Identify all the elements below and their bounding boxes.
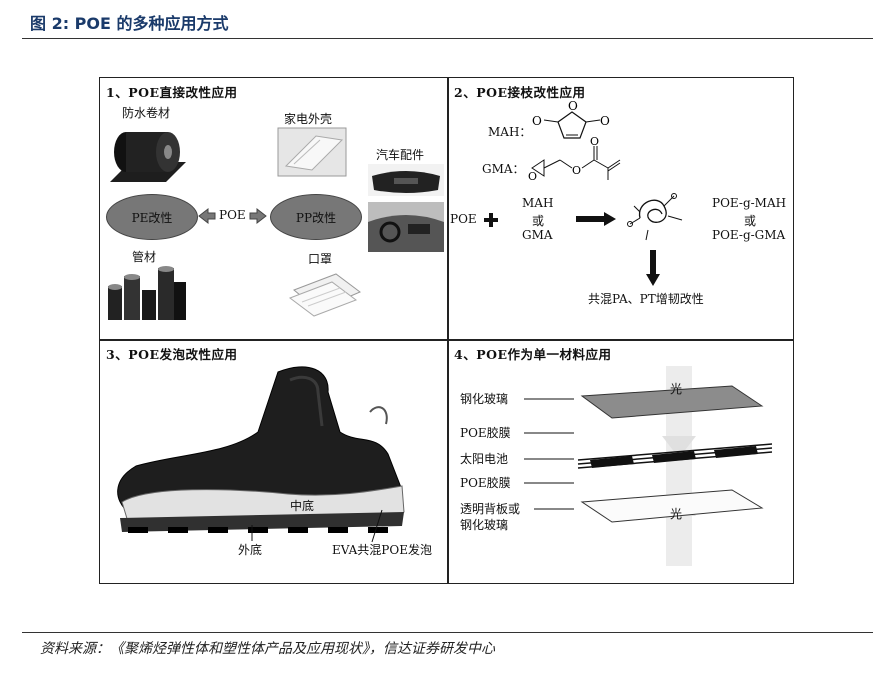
label-mah-1: MAH <box>522 196 554 210</box>
vertical-divider <box>447 78 449 583</box>
figure-title: 图 2: POE 的多种应用方式 <box>30 14 229 33</box>
gma-structure: O O O <box>528 135 621 183</box>
quadrant-foam-modification: 3、POE发泡改性应用 中底 外底 EVA共混POE发泡 <box>100 340 447 585</box>
down-arrow-icon <box>646 250 660 286</box>
horizontal-divider <box>100 339 793 341</box>
diagram-frame: 1、POE直接改性应用 防水卷材 家电外壳 汽车配件 PE改性 <box>99 77 794 584</box>
label-toughening: 共混PA、PT增韧改性 <box>588 292 704 306</box>
quadrant-direct-modification: 1、POE直接改性应用 防水卷材 家电外壳 汽车配件 PE改性 <box>100 78 447 339</box>
appliance-shell-image <box>277 127 347 177</box>
svg-text:O: O <box>590 135 599 148</box>
waterproof-roll-image <box>110 132 186 182</box>
label-eva-foam: EVA共混POE发泡 <box>332 543 432 557</box>
label-mask: 口罩 <box>308 252 333 266</box>
cell-leader <box>524 458 574 460</box>
glass-layer <box>580 385 764 419</box>
poe-film-1-leader <box>524 432 574 434</box>
q2-title: 2、POE接枝改性应用 <box>454 85 586 100</box>
label-mah: MAH： <box>488 125 532 139</box>
svg-text:O: O <box>568 99 578 113</box>
label-product-2: POE-g-GMA <box>712 228 786 242</box>
ellipse-pp-modification: PP改性 <box>270 194 362 240</box>
label-outsole: 外底 <box>238 543 263 557</box>
bottom-rule <box>22 632 873 633</box>
label-back-sheet-1: 透明背板或 <box>460 502 521 516</box>
auto-interior-image <box>368 202 444 252</box>
eva-pointer <box>371 509 383 543</box>
plus-icon <box>484 213 498 227</box>
arrow-left-icon <box>198 207 216 225</box>
svg-text:O: O <box>572 164 581 177</box>
label-waterproof: 防水卷材 <box>122 106 171 120</box>
label-product-or: 或 <box>744 214 757 228</box>
label-poe-film-1: POE胶膜 <box>460 426 511 440</box>
auto-bumper-image <box>368 164 444 196</box>
label-midsole: 中底 <box>290 499 315 513</box>
grafted-polymer-icon <box>627 193 683 241</box>
mask-image <box>288 273 361 317</box>
label-glass: 钢化玻璃 <box>460 392 509 406</box>
quadrant-graft-modification: 2、POE接枝改性应用 MAH： O O O GMA： O O O <box>448 78 795 339</box>
label-gma: GMA： <box>482 162 525 176</box>
label-light-1: 光 <box>670 382 683 396</box>
q4-title: 4、POE作为单一材料应用 <box>454 347 612 362</box>
label-light-2: 光 <box>670 507 683 521</box>
back-sheet-leader <box>534 508 574 510</box>
outsole-pointer <box>251 525 253 541</box>
q3-title: 3、POE发泡改性应用 <box>106 347 238 362</box>
label-pipe: 管材 <box>132 250 157 264</box>
svg-text:O: O <box>600 114 610 128</box>
back-sheet-layer <box>580 489 764 523</box>
label-appliance: 家电外壳 <box>284 112 333 126</box>
glass-leader <box>524 398 574 400</box>
label-auto: 汽车配件 <box>376 148 425 162</box>
poe-film-2-leader <box>524 482 574 484</box>
label-or-1: 或 <box>532 214 545 228</box>
q1-title: 1、POE直接改性应用 <box>106 85 238 100</box>
source-note: 资料来源：《聚烯烃弹性体和塑性体产品及应用现状》，信达证券研发中心 <box>40 641 495 657</box>
label-gma-1: GMA <box>522 228 553 242</box>
label-cell: 太阳电池 <box>460 452 509 466</box>
ellipse-pe-modification: PE改性 <box>106 194 198 240</box>
cell-layers <box>577 443 773 469</box>
top-rule <box>22 38 873 39</box>
arrow-right-icon <box>249 207 267 225</box>
pipes-image <box>108 266 186 320</box>
label-poe-center: POE <box>219 208 246 222</box>
label-back-sheet-2: 钢化玻璃 <box>460 518 509 532</box>
svg-text:O: O <box>532 114 542 128</box>
mah-structure: O O O <box>532 99 610 139</box>
label-product-1: POE-g-MAH <box>712 196 787 210</box>
svg-text:O: O <box>528 170 537 183</box>
label-poe-reactant: POE <box>450 212 477 226</box>
reaction-arrow-icon <box>576 212 616 226</box>
quadrant-single-material: 4、POE作为单一材料应用 光 光 钢化玻璃 POE胶膜 太阳电池 POE胶膜 <box>448 340 795 585</box>
label-poe-film-2: POE胶膜 <box>460 476 511 490</box>
sneaker-image <box>117 366 405 533</box>
